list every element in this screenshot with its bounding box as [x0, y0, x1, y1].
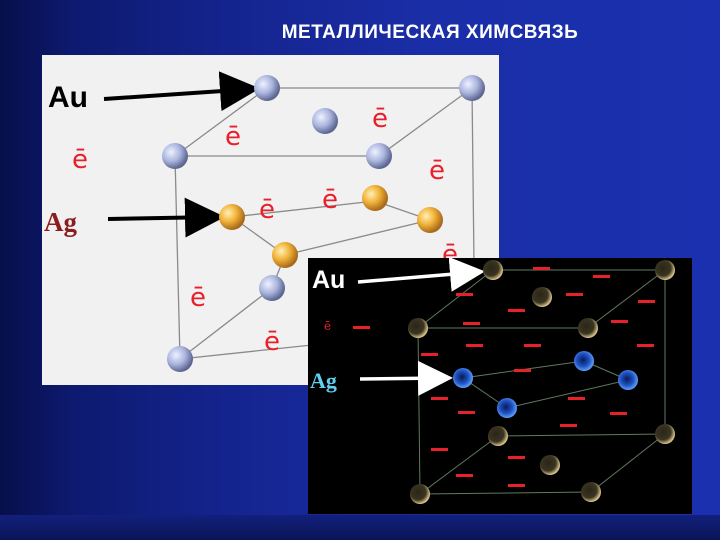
dark-electron-symbol: ē [324, 319, 331, 333]
au-atom [312, 108, 338, 134]
au-atom [483, 260, 503, 280]
electron-symbol: ē [259, 195, 275, 225]
electron-dash [431, 448, 448, 451]
au-atom [410, 484, 430, 504]
electron-dash [456, 293, 473, 296]
electron-symbol: ē [190, 283, 206, 313]
electron-symbol: ē [322, 185, 338, 215]
electron-dash [637, 344, 654, 347]
au-label: Au [48, 81, 88, 114]
au-atom [167, 346, 193, 372]
dark-au-arrow [357, 258, 485, 292]
electron-dashes [353, 267, 655, 487]
ag-atoms [219, 185, 443, 268]
dark-ag-label: Ag [310, 368, 337, 393]
dark-lattice-diagram: Au Ag ē [310, 258, 675, 504]
bottom-decor-band [0, 515, 720, 540]
ag-arrow [107, 197, 225, 238]
ag-atom [272, 242, 298, 268]
electron-dash [533, 267, 550, 270]
au-atom [540, 455, 560, 475]
au-atom [408, 318, 428, 338]
ag-atom [362, 185, 388, 211]
ag-atom [497, 398, 517, 418]
electron-dash [638, 300, 655, 303]
electron-dash [353, 326, 370, 329]
electron-dash [610, 412, 627, 415]
ag-atom [618, 370, 638, 390]
electron-dash [514, 369, 531, 372]
electron-dash [431, 397, 448, 400]
electron-symbol: ē [225, 122, 241, 152]
electron-dash [508, 456, 525, 459]
au-atom [259, 275, 285, 301]
electron-dash [508, 484, 525, 487]
electron-dash [566, 293, 583, 296]
electron-dash [560, 424, 577, 427]
electron-dash [421, 353, 438, 356]
ag-label: Ag [44, 207, 77, 237]
electron-dash [456, 474, 473, 477]
au-atoms [162, 75, 485, 372]
dark-ag-atoms [453, 351, 638, 418]
electron-dash [593, 275, 610, 278]
au-atom [366, 143, 392, 169]
au-atom [162, 143, 188, 169]
au-arrow [103, 71, 260, 112]
electron-symbol: ē [72, 145, 88, 175]
dark-au-atoms [408, 260, 675, 504]
electron-dash [524, 344, 541, 347]
dark-lattice-panel: Au Ag ē [308, 258, 692, 514]
ag-atom [453, 368, 473, 388]
au-atom [655, 424, 675, 444]
au-atom [488, 426, 508, 446]
electron-dash [458, 411, 475, 414]
slide-title: МЕТАЛЛИЧЕСКАЯ ХИМСВЯЗЬ [281, 22, 579, 43]
electron-dash [611, 320, 628, 323]
electron-dash [463, 322, 480, 325]
dark-au-label: Au [312, 266, 345, 294]
au-atom [532, 287, 552, 307]
electron-dash [568, 397, 585, 400]
dark-ag-arrow [359, 360, 453, 396]
ag-atom [219, 204, 245, 230]
electron-dash [466, 344, 483, 347]
electron-symbol: ē [264, 327, 280, 357]
au-atom [254, 75, 280, 101]
electron-symbol: ē [372, 104, 388, 134]
au-atom [655, 260, 675, 280]
au-atom [578, 318, 598, 338]
electron-dash [508, 309, 525, 312]
electron-symbol: ē [429, 156, 445, 186]
ag-atom [417, 207, 443, 233]
au-atom [459, 75, 485, 101]
au-atom [581, 482, 601, 502]
ag-atom [574, 351, 594, 371]
